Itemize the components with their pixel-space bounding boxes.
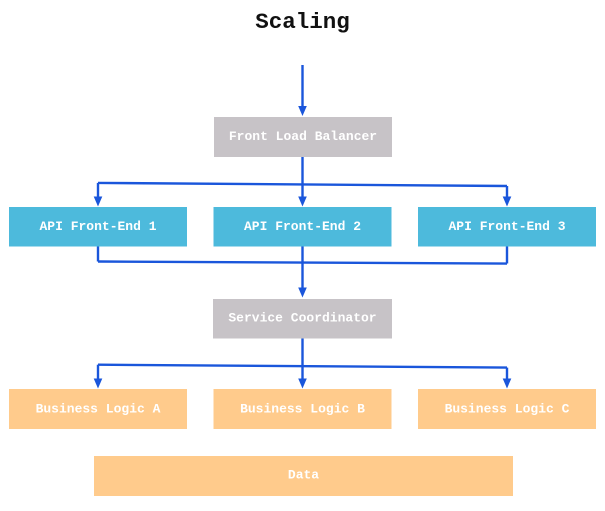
svg-text:Scaling: Scaling [255, 9, 350, 35]
svg-text:Business Logic A: Business Logic A [36, 401, 161, 416]
svg-text:Data: Data [288, 468, 319, 483]
svg-text:Front Load Balancer: Front Load Balancer [229, 129, 377, 144]
svg-text:API Front-End 3: API Front-End 3 [448, 219, 565, 234]
svg-text:Business Logic B: Business Logic B [240, 401, 365, 416]
svg-text:API Front-End 1: API Front-End 1 [39, 219, 156, 234]
svg-text:Service Coordinator: Service Coordinator [228, 310, 376, 325]
svg-text:Business Logic C: Business Logic C [445, 401, 570, 416]
svg-text:API Front-End 2: API Front-End 2 [244, 219, 361, 234]
